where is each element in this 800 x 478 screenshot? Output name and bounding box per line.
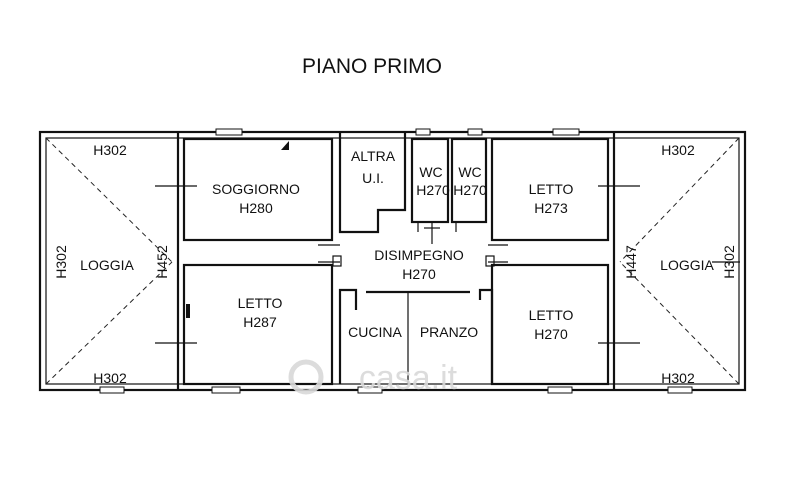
room-altra-ui bbox=[338, 132, 407, 234]
outer-wall bbox=[38, 130, 747, 392]
label-wc-1: WC bbox=[419, 164, 442, 180]
label-soggiorno: SOGGIORNO bbox=[212, 181, 300, 197]
room-wc-1 bbox=[410, 137, 450, 224]
fixture-soggiorno bbox=[281, 141, 289, 150]
height-loggia-left-bottom: H302 bbox=[93, 370, 127, 386]
label-letto-ne-height: H273 bbox=[534, 200, 568, 216]
loggia-right-roof-lines bbox=[619, 137, 740, 385]
label-soggiorno-height: H280 bbox=[239, 200, 273, 216]
watermark-text: casa.it bbox=[359, 359, 458, 397]
label-wc-2-height: H270 bbox=[453, 182, 487, 198]
room-letto-sw bbox=[182, 263, 334, 386]
height-loggia-left-top: H302 bbox=[93, 142, 127, 158]
outer-wall-inner bbox=[45, 137, 740, 385]
label-cucina: CUCINA bbox=[348, 324, 402, 340]
label-wc-1-height: H270 bbox=[416, 182, 450, 198]
fixture-letto-sw bbox=[186, 304, 190, 318]
room-soggiorno bbox=[182, 137, 334, 242]
height-loggia-right-side: H302 bbox=[721, 245, 737, 279]
label-altra-ui: U.I. bbox=[362, 170, 384, 186]
room-cucina-wall bbox=[338, 288, 358, 384]
label-letto-se-height: H270 bbox=[534, 326, 568, 342]
height-loggia-right-bottom: H302 bbox=[661, 370, 695, 386]
disimpegno-walls bbox=[318, 222, 508, 267]
room-letto-se bbox=[490, 263, 610, 386]
label-wc-2: WC bbox=[458, 164, 481, 180]
label-letto-sw: LETTO bbox=[238, 295, 283, 311]
height-loggia-right-top: H302 bbox=[661, 142, 695, 158]
windows bbox=[99, 128, 693, 394]
label-letto-se: LETTO bbox=[529, 307, 574, 323]
label-loggia-right: LOGGIA bbox=[660, 257, 714, 273]
height-loggia-left-side: H302 bbox=[53, 245, 69, 279]
height-loggia-right-inner: H447 bbox=[623, 245, 639, 279]
label-letto-sw-height: H287 bbox=[243, 314, 277, 330]
label-loggia-left: LOGGIA bbox=[80, 257, 134, 273]
height-loggia-left-inner: H452 bbox=[154, 245, 170, 279]
room-pranzo-wall bbox=[478, 288, 494, 384]
label-pranzo: PRANZO bbox=[420, 324, 478, 340]
label-altra: ALTRA bbox=[351, 148, 396, 164]
watermark-logo: casa.it bbox=[288, 359, 458, 397]
label-letto-ne: LETTO bbox=[529, 181, 574, 197]
door-markers bbox=[155, 185, 740, 344]
room-wc-2 bbox=[450, 137, 488, 224]
loggia-left-roof-lines bbox=[45, 137, 173, 385]
plan-title: PIANO PRIMO bbox=[302, 55, 442, 78]
label-disimpegno-height: H270 bbox=[402, 266, 436, 282]
room-letto-ne bbox=[490, 137, 610, 242]
label-disimpegno: DISIMPEGNO bbox=[374, 247, 464, 263]
